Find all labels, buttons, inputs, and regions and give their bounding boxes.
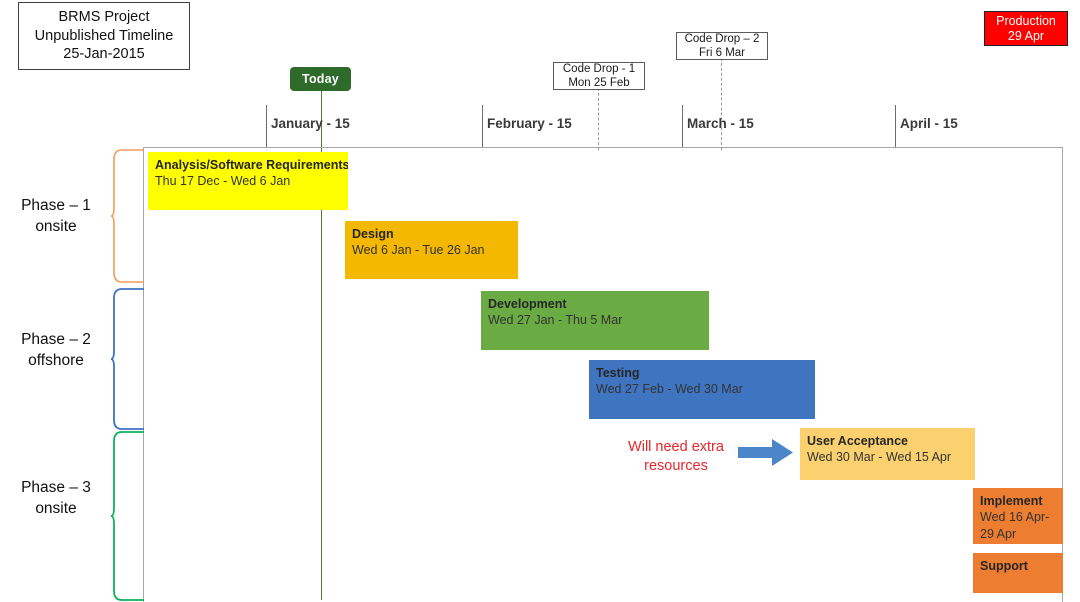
code-drop-1-date: Mon 25 Feb — [568, 77, 630, 89]
task-bar-testing-title: Testing — [596, 366, 640, 380]
code-drop-2-dashed-line — [721, 58, 722, 150]
phase-1-brace — [110, 149, 144, 283]
production-milestone-badge: Production 29 Apr — [984, 11, 1068, 46]
axis-label-april: April - 15 — [900, 116, 958, 131]
phase-3-line-2: onsite — [35, 499, 77, 517]
task-bar-user-acceptance-title: User Acceptance — [807, 434, 908, 448]
code-drop-1-callout: Code Drop - 1 Mon 25 Feb — [553, 62, 645, 90]
code-drop-2-date: Fri 6 Mar — [699, 47, 745, 59]
axis-tick-april — [895, 105, 897, 148]
chart-plot-frame — [143, 147, 1063, 602]
today-marker-chip: Today — [290, 67, 351, 91]
phase-3-line-1: Phase – 3 — [21, 479, 91, 496]
code-drop-2-label: Code Drop – 2 — [684, 32, 760, 45]
task-bar-user-acceptance[interactable]: User Acceptance Wed 30 Mar - Wed 15 Apr — [800, 428, 975, 480]
phase-1-line-2: onsite — [35, 217, 77, 235]
axis-tick-february — [482, 105, 484, 148]
axis-label-february: February - 15 — [487, 116, 572, 131]
axis-label-march: March - 15 — [687, 116, 754, 131]
task-bar-support-title: Support — [980, 559, 1028, 573]
task-bar-analysis-title: Analysis/Software Requirements — [155, 158, 348, 172]
axis-tick-march — [682, 105, 684, 148]
task-bar-analysis[interactable]: Analysis/Software Requirements Thu 17 De… — [148, 152, 348, 210]
task-bar-support[interactable]: Support — [973, 553, 1063, 593]
phase-2-brace — [110, 288, 144, 430]
task-bar-development-title: Development — [488, 297, 567, 311]
title-line-3: 25-Jan-2015 — [63, 46, 145, 63]
annotation-line-2: resources — [644, 458, 708, 475]
title-line-1: BRMS Project — [58, 9, 150, 26]
code-drop-2-callout: Code Drop – 2 Fri 6 Mar — [676, 32, 768, 60]
task-bar-user-acceptance-dates: Wed 30 Mar - Wed 15 Apr — [807, 450, 952, 465]
task-bar-development-dates: Wed 27 Jan - Thu 5 Mar — [488, 313, 623, 328]
phase-2-label: Phase – 2 offshore — [0, 330, 112, 372]
code-drop-1-label: Code Drop - 1 — [562, 62, 636, 75]
phase-3-label: Phase – 3 onsite — [0, 478, 112, 520]
task-bar-testing[interactable]: Testing Wed 27 Feb - Wed 30 Mar — [589, 360, 815, 419]
phase-2-line-1: Phase – 2 — [21, 331, 91, 348]
task-bar-implement-title: Implement — [980, 494, 1043, 508]
today-marker-line — [321, 90, 323, 600]
annotation-arrow-icon — [738, 439, 793, 466]
phase-1-label: Phase – 1 onsite — [0, 196, 112, 238]
annotation-line-1: Will need extra — [628, 439, 724, 455]
task-bar-testing-dates: Wed 27 Feb - Wed 30 Mar — [596, 382, 743, 397]
task-bar-implement[interactable]: Implement Wed 16 Apr- 29 Apr — [973, 488, 1063, 544]
phase-2-line-2: offshore — [28, 351, 84, 369]
phase-3-brace — [110, 431, 144, 601]
annotation-text: Will need extra resources — [612, 438, 740, 476]
task-bar-design-title: Design — [352, 227, 394, 241]
task-bar-development[interactable]: Development Wed 27 Jan - Thu 5 Mar — [481, 291, 709, 350]
title-line-2: Unpublished Timeline — [34, 27, 174, 44]
code-drop-1-dashed-line — [598, 88, 599, 150]
task-bar-design[interactable]: Design Wed 6 Jan - Tue 26 Jan — [345, 221, 518, 279]
task-bar-analysis-dates: Thu 17 Dec - Wed 6 Jan — [155, 174, 291, 189]
title-card: BRMS Project Unpublished Timeline 25-Jan… — [18, 2, 190, 70]
phase-1-line-1: Phase – 1 — [21, 197, 91, 214]
task-bar-implement-dates: Wed 16 Apr- 29 Apr — [980, 510, 1050, 541]
production-date: 29 Apr — [1007, 28, 1045, 43]
axis-label-january: January - 15 — [271, 116, 350, 131]
production-label: Production — [996, 13, 1056, 28]
axis-tick-january — [266, 105, 268, 148]
task-bar-design-dates: Wed 6 Jan - Tue 26 Jan — [352, 243, 485, 258]
